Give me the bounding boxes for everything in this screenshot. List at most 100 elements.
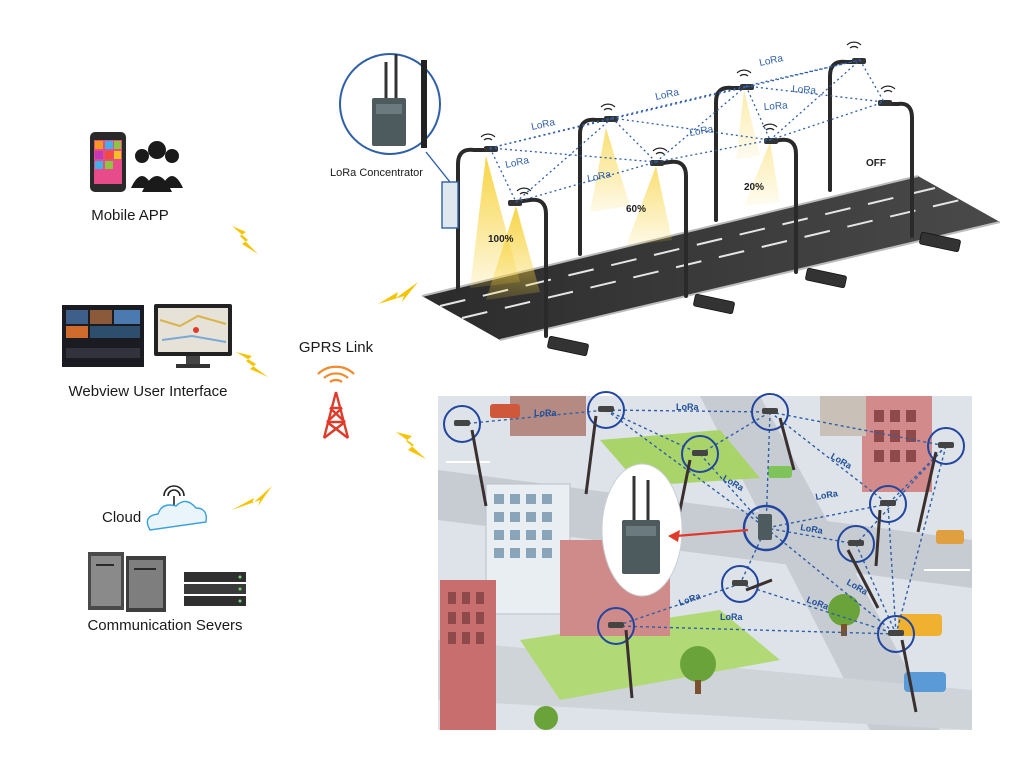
street-pole (828, 59, 862, 192)
tree (680, 646, 716, 682)
street-pole (768, 137, 798, 274)
building (820, 396, 866, 436)
lora-link-label: LoRa (792, 84, 817, 97)
lora-link-label: LoRa (763, 100, 788, 113)
radio-tower-icon (322, 391, 350, 439)
lora-link-label: LoRa (720, 612, 743, 622)
wifi-icon (516, 187, 532, 195)
wifi-icon (480, 133, 496, 141)
light-beam-100b (486, 206, 540, 300)
lora-link-label: LoRa (504, 155, 530, 171)
lightning-bolts (232, 226, 426, 510)
wifi-icon (880, 85, 896, 93)
car (904, 672, 946, 692)
lamp-controller (805, 267, 847, 289)
users-icon (131, 141, 183, 192)
concentrator-device-icon (622, 476, 660, 574)
lora-node (927, 427, 965, 465)
light-beam-20 (736, 90, 760, 160)
lora-node (751, 393, 789, 431)
dimming-level-100: 100% (488, 234, 514, 245)
cloud-icon (146, 500, 207, 531)
lora-gateway-node (742, 504, 790, 552)
signal-waves-icon (317, 365, 355, 383)
concentrator-device-icon (372, 54, 427, 148)
lora-node (597, 607, 635, 645)
lightning-icon (396, 432, 426, 459)
servers-label: Communication Severs (87, 617, 242, 634)
lora-link-label: LoRa (815, 488, 840, 502)
wifi-icon (600, 103, 616, 111)
lora-node (443, 405, 481, 443)
gprs-group: GPRS Link (299, 339, 374, 439)
lora-node (681, 435, 719, 473)
server-tower-icon (88, 552, 166, 612)
concentrator-box (441, 181, 459, 229)
lamp-head (852, 58, 866, 64)
trees (534, 594, 860, 730)
wifi-icon (762, 123, 778, 131)
monitor-map-icon (154, 304, 232, 368)
lora-node (877, 615, 915, 653)
street-pole (578, 117, 612, 256)
lora-link-label: LoRa (534, 408, 557, 418)
car (936, 530, 964, 544)
light-beam-20b (744, 142, 780, 206)
wifi-icon (652, 147, 668, 155)
lora-link-label: LoRa (800, 522, 825, 536)
tree (534, 706, 558, 730)
dimming-level-60: 60% (626, 204, 646, 215)
building (440, 580, 496, 730)
street-poles (456, 59, 914, 338)
lightning-icon (232, 486, 272, 510)
light-beam-60b (626, 166, 672, 246)
car (898, 614, 942, 636)
wifi-icon (736, 69, 752, 77)
street-scene: LoRa LoRa LoRa LoRa LoRa LoRa LoRa LoRa … (330, 41, 1001, 357)
light-beam-60 (590, 128, 630, 212)
lightning-icon (236, 352, 268, 377)
lightning-icon (232, 226, 258, 254)
lora-nodes (443, 391, 965, 653)
lamp-controller (919, 231, 961, 253)
lora-link-label: LoRa (689, 124, 715, 139)
webview-group: Webview User Interface (62, 304, 232, 400)
tree (828, 594, 860, 626)
lightning-icon (378, 282, 418, 304)
lamp-controller-boxes (547, 231, 961, 357)
lora-link-label: LoRa (586, 169, 612, 185)
mobile-app-group: Mobile APP (90, 132, 183, 224)
smartphone-icon (90, 132, 126, 192)
cars (490, 404, 964, 692)
lora-node (587, 391, 625, 429)
dimming-level-off: OFF (866, 158, 886, 169)
lamp-head (508, 200, 522, 206)
wifi-icon (846, 41, 862, 49)
lora-node (837, 525, 875, 563)
gateway-pointer-arrow (675, 528, 749, 538)
car (768, 466, 792, 478)
concentrator-label: LoRa Concentrator (330, 167, 423, 179)
cloud-group: Cloud (102, 485, 207, 531)
lora-link-label: LoRa (676, 402, 699, 412)
lora-link-label: LoRa (654, 87, 680, 103)
car (490, 404, 520, 418)
gprs-label: GPRS Link (299, 339, 374, 356)
lora-node (869, 485, 907, 523)
lora-mesh-street (489, 59, 885, 203)
webview-label: Webview User Interface (69, 383, 228, 400)
wifi-marks (480, 41, 896, 195)
mobile-app-label: Mobile APP (91, 207, 169, 224)
lamp-controller (693, 293, 735, 315)
dimming-level-20: 20% (744, 182, 764, 193)
road (422, 176, 1000, 340)
servers-group: Communication Severs (87, 552, 246, 634)
lamp-head (650, 160, 664, 166)
lora-link-label: LoRa (758, 53, 784, 69)
rack-server-icon (184, 572, 246, 606)
city-scene: LoRa LoRa LoRa LoRa LoRa LoRa LoRa LoRa … (438, 391, 972, 730)
street-pole (456, 147, 492, 292)
street-pole (654, 159, 688, 298)
cloud-label: Cloud (102, 509, 141, 526)
